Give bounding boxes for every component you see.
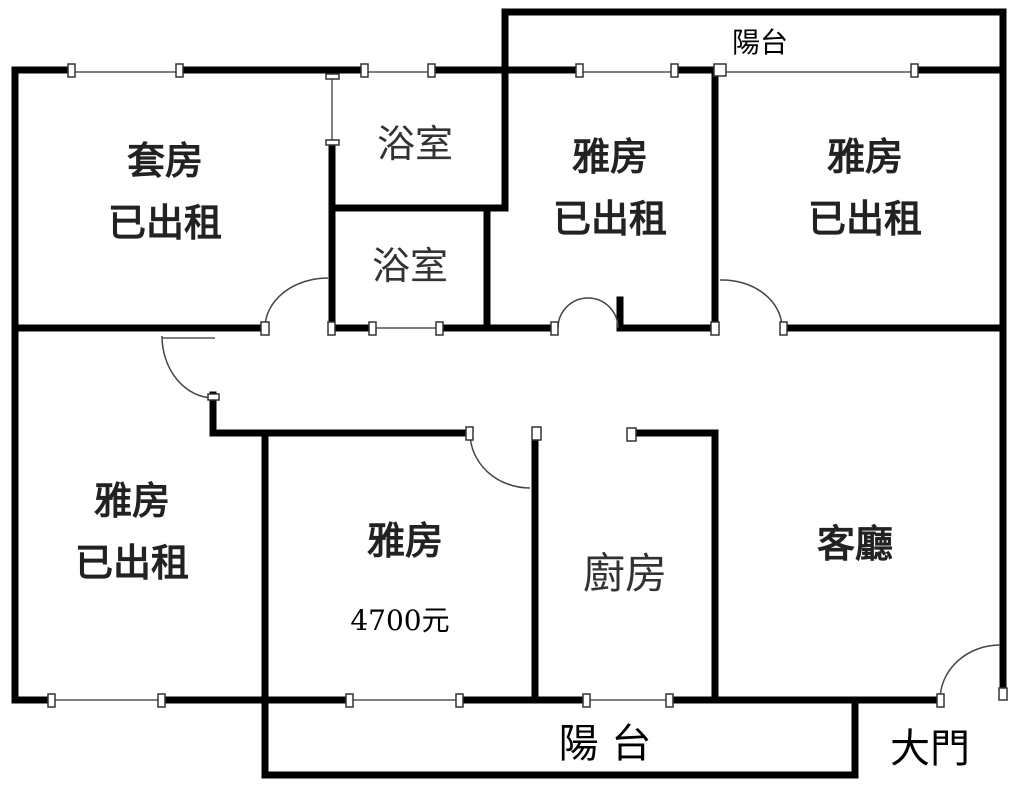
room-status: 已出租 [74, 541, 189, 585]
room-bath-upper: 浴室 [376, 122, 453, 166]
room-bottom-middle-name: 雅房 [366, 519, 443, 563]
room-bottom-left: 雅房 已出租 [57, 470, 207, 594]
room-name: 雅房 [571, 135, 648, 179]
room-name: 雅房 [93, 479, 170, 523]
door-swings [161, 277, 1001, 701]
room-kitchen: 廚房 [582, 549, 667, 598]
room-price: 4700元 [350, 604, 450, 637]
room-name: 套房 [126, 139, 203, 183]
posts [47, 63, 1008, 708]
main-door-label: 大門 [890, 726, 970, 772]
room-name: 雅房 [826, 135, 903, 179]
room-top-right: 雅房 已出租 [790, 126, 940, 250]
room-top-middle: 雅房 已出租 [535, 126, 685, 250]
room-status: 已出租 [552, 197, 667, 241]
room-status: 已出租 [807, 197, 922, 241]
walls [11, 8, 1007, 779]
room-suite: 套房 已出租 [90, 130, 240, 254]
balcony-bottom: 陽 台 [558, 721, 652, 767]
room-status: 已出租 [107, 201, 222, 245]
balcony-top: 陽台 [731, 26, 788, 59]
room-bath-lower: 浴室 [371, 244, 448, 288]
room-living: 客廳 [816, 522, 893, 566]
